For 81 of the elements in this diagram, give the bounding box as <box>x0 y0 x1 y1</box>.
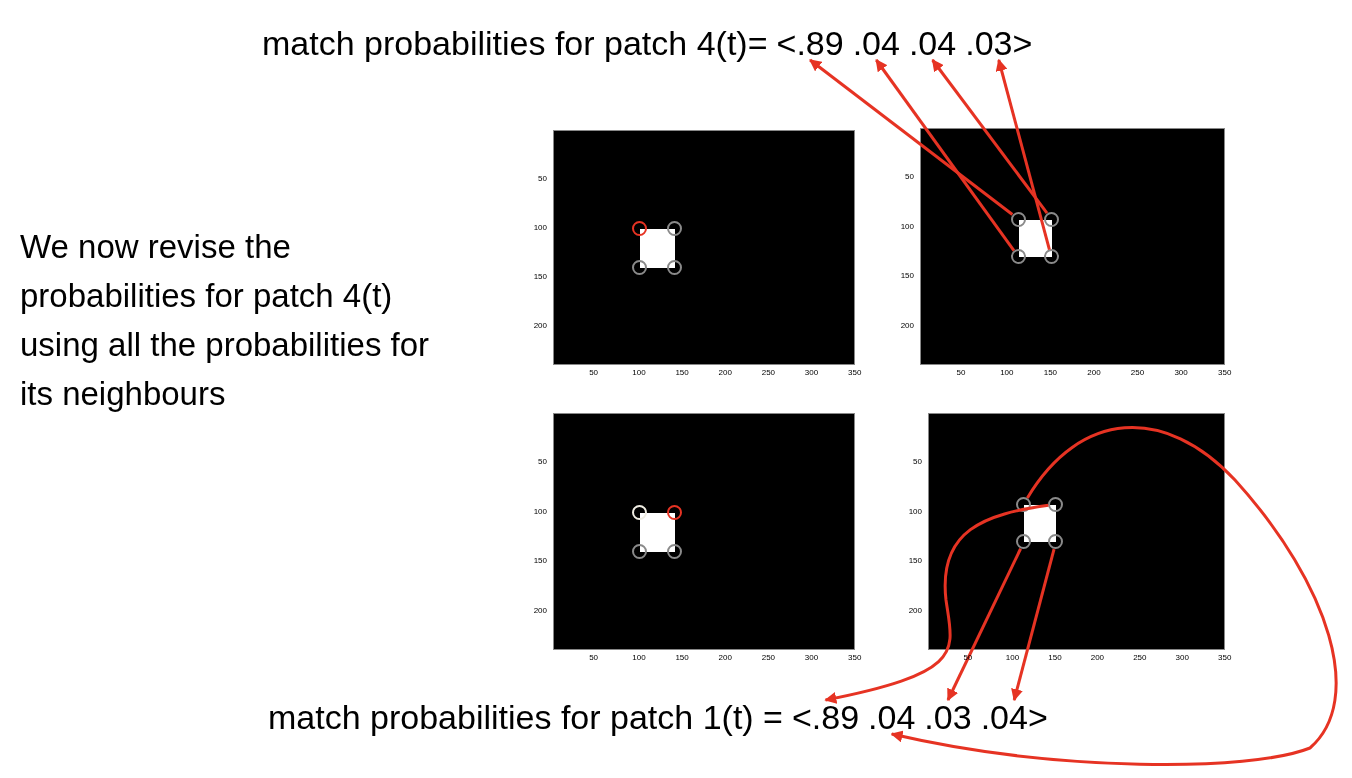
heading-text: match probabilities for patch 1(t) = <box>268 700 783 734</box>
ring-marker <box>666 220 682 236</box>
arrow <box>931 59 1049 214</box>
axis-tick-label: 150 <box>533 557 547 566</box>
ring-marker <box>632 260 648 276</box>
axis-tick-label: 50 <box>538 174 547 183</box>
axis-tick-label: 250 <box>761 654 776 662</box>
probability-value: <.89 <box>791 700 860 734</box>
axis-tick-label: 200 <box>1090 654 1105 662</box>
ring-marker <box>1048 496 1064 512</box>
ring-marker <box>632 220 648 236</box>
probability-value: <.89 <box>776 26 844 60</box>
axis-tick-label: 150 <box>1048 654 1062 662</box>
probability-value: .04 <box>908 26 957 60</box>
axis-tick-label: 200 <box>1087 369 1101 377</box>
ring-marker <box>1016 534 1032 550</box>
axis-tick-label: 50 <box>905 173 914 182</box>
plot-image <box>928 413 1225 650</box>
axis-tick-label: 200 <box>533 321 547 330</box>
axis-tick-label: 150 <box>1043 369 1058 377</box>
arrow <box>875 59 1016 252</box>
axis-tick-label: 200 <box>533 606 547 615</box>
axis-tick-label: 250 <box>761 369 776 377</box>
axis-tick-label: 200 <box>718 654 732 662</box>
ring-marker <box>666 504 682 520</box>
ring-marker <box>666 260 682 276</box>
arrow <box>946 548 1022 702</box>
ring-marker <box>1010 249 1026 265</box>
axis-tick-label: 200 <box>718 369 732 377</box>
axis-tick-label: 250 <box>1130 369 1145 377</box>
probability-value: .03 <box>924 700 972 734</box>
axis-tick-label: 50 <box>538 458 547 467</box>
axis-tick-label: 150 <box>675 369 689 377</box>
axis-tick-label: 150 <box>533 272 547 281</box>
axis-tick-label: 350 <box>1218 654 1232 662</box>
body-text: We now revise the probabilities for patch 4(t) using all the probabilities for its neighbours <box>20 227 431 414</box>
axis-tick-label: 350 <box>1218 369 1232 377</box>
ring-marker <box>632 544 648 560</box>
axis-tick-label: 100 <box>533 507 547 516</box>
axis-tick-label: 200 <box>900 321 914 330</box>
axis-tick-label: 350 <box>848 654 862 662</box>
axis-tick-label: 300 <box>804 369 819 377</box>
axis-tick-label: 300 <box>1174 369 1188 377</box>
axis-tick-label: 50 <box>589 654 599 662</box>
arrow <box>809 58 1014 216</box>
arrow <box>890 426 1338 766</box>
plot-image <box>920 128 1225 365</box>
axis-tick-label: 150 <box>675 654 689 662</box>
ring-marker <box>666 544 682 560</box>
axis-tick-label: 150 <box>908 557 922 566</box>
ring-marker <box>632 504 648 520</box>
axis-tick-label: 150 <box>900 272 914 281</box>
arrow <box>824 503 1049 704</box>
axis-tick-label: 100 <box>1005 654 1020 662</box>
axis-tick-label: 100 <box>632 654 646 662</box>
axis-tick-label: 300 <box>1175 654 1189 662</box>
axis-tick-label: 200 <box>908 606 922 615</box>
probability-value: .04> <box>980 700 1048 734</box>
ring-marker <box>1016 496 1032 512</box>
plot-image <box>553 413 855 650</box>
probability-value: .04 <box>852 26 900 60</box>
probability-value: .04 <box>868 700 916 734</box>
ring-marker <box>1010 211 1026 227</box>
heading-text: match probabilities for patch 4(t)= <box>262 26 768 60</box>
ring-marker <box>1048 534 1064 550</box>
arrow <box>1011 548 1056 702</box>
probability-value: .03> <box>965 26 1033 60</box>
ring-marker <box>1043 249 1059 265</box>
axis-tick-label: 100 <box>533 223 547 232</box>
axis-tick-label: 100 <box>632 369 646 377</box>
axis-tick-label: 50 <box>913 458 922 467</box>
axis-tick-label: 50 <box>589 369 599 377</box>
plot-image <box>553 130 855 365</box>
axis-tick-label: 100 <box>1000 369 1014 377</box>
ring-marker <box>1043 211 1059 227</box>
axis-tick-label: 50 <box>956 369 966 377</box>
axis-tick-label: 350 <box>848 369 862 377</box>
axis-tick-label: 100 <box>900 222 914 231</box>
axis-tick-label: 100 <box>908 507 922 516</box>
axis-tick-label: 250 <box>1133 654 1147 662</box>
axis-tick-label: 300 <box>804 654 819 662</box>
